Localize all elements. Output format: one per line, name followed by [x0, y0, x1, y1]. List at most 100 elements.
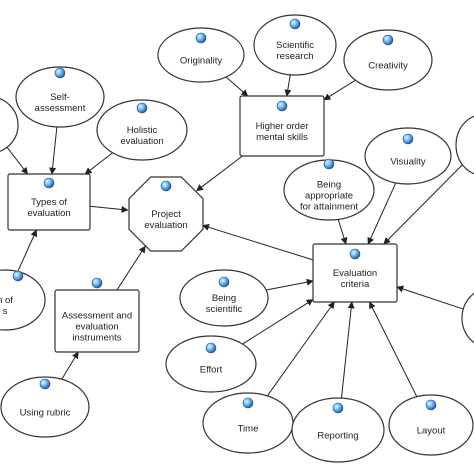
node-label: evaluation — [144, 220, 187, 231]
edge-originality-to-higher-order — [225, 76, 249, 97]
edges-layer — [6, 74, 464, 399]
blue-ball-icon — [425, 399, 437, 411]
blue-ball-icon — [218, 276, 230, 288]
node-shape — [455, 115, 474, 175]
node-label: n of — [0, 295, 13, 306]
node-label: instruments — [72, 333, 121, 344]
node-label: Creativity — [368, 61, 408, 72]
edge-creativity-to-higher-order — [323, 79, 356, 101]
blue-ball-icon — [349, 248, 361, 260]
blue-ball-icon — [91, 277, 103, 289]
edge-left-top-partial-to-types-eval — [6, 146, 28, 175]
edge-assessment-tools-to-project-eval — [116, 245, 146, 291]
edge-right-top-partial-to-eval-criteria — [383, 164, 463, 245]
edge-self-assessment-to-types-eval — [49, 126, 58, 175]
blue-ball-icon — [276, 100, 288, 112]
blue-ball-icon — [195, 32, 207, 44]
node-effort[interactable]: Effort — [165, 335, 257, 393]
edge-layout-to-eval-criteria — [369, 301, 418, 397]
edge-eval-criteria-to-project-eval — [201, 223, 314, 261]
node-shape — [128, 176, 204, 252]
node-right-bottom-partial[interactable] — [461, 288, 474, 348]
blue-ball-icon — [205, 342, 217, 354]
node-shape — [157, 27, 245, 83]
node-creativity[interactable]: Creativity — [343, 29, 433, 91]
node-shape — [312, 243, 398, 303]
node-label: scientific — [206, 304, 243, 315]
node-label: Holistic — [127, 125, 158, 136]
node-shape — [0, 376, 90, 438]
node-layout[interactable]: Layout — [388, 394, 474, 456]
edge-effort-to-eval-criteria — [242, 299, 314, 345]
node-reporting[interactable]: Reporting — [291, 397, 385, 463]
node-label: Using rubric — [20, 408, 71, 419]
node-label: Visuality — [390, 157, 425, 168]
node-label: Reporting — [317, 431, 358, 442]
node-label: evaluation — [27, 208, 70, 219]
node-label: Scientific — [276, 40, 314, 51]
node-label: Types of — [31, 197, 67, 208]
nodes-layer: OriginalityScientificresearchCreativityH… — [0, 14, 474, 463]
blue-ball-icon — [323, 158, 335, 170]
node-right-top-partial[interactable] — [455, 115, 474, 175]
node-label: Project — [151, 209, 181, 220]
blue-ball-icon — [136, 102, 148, 114]
edge-types-eval-to-project-eval — [89, 205, 129, 213]
node-shape — [165, 335, 257, 393]
node-shape — [15, 66, 105, 128]
node-label: mental skills — [256, 132, 308, 143]
node-label: for attainment — [300, 202, 358, 213]
node-label: criteria — [341, 279, 370, 290]
node-label: Layout — [417, 426, 446, 437]
node-shape — [0, 269, 46, 331]
node-label: research — [277, 51, 314, 62]
node-left-top-partial[interactable]: s — [0, 97, 19, 153]
node-label: s — [3, 306, 8, 317]
node-label: assessment — [35, 103, 86, 114]
node-shape — [388, 394, 474, 456]
node-shape — [54, 289, 140, 353]
blue-ball-icon — [12, 270, 24, 282]
node-time[interactable]: Time — [202, 392, 294, 454]
node-label: Self- — [50, 92, 70, 103]
node-label: Being — [317, 180, 341, 191]
node-left-mid-partial[interactable]: n ofs — [0, 269, 46, 331]
blue-ball-icon — [402, 133, 414, 145]
edge-being-appropriate-to-eval-criteria — [337, 219, 348, 245]
blue-ball-icon — [54, 67, 66, 79]
node-label: Evaluation — [333, 268, 377, 279]
node-visuality[interactable]: Visuality — [364, 127, 452, 185]
node-self-assessment[interactable]: Self-assessment — [15, 66, 105, 128]
node-label: Effort — [200, 365, 223, 376]
node-label: Time — [238, 424, 259, 435]
edge-being-scientific-to-eval-criteria — [266, 278, 314, 291]
node-label: Assessment and — [62, 311, 132, 322]
node-shape — [0, 98, 19, 152]
blue-ball-icon — [289, 18, 301, 30]
node-label: Being — [212, 293, 236, 304]
node-shape — [343, 29, 433, 91]
node-originality[interactable]: Originality — [157, 27, 245, 83]
edge-scientific-research-to-higher-order — [284, 74, 292, 97]
node-shape — [7, 173, 91, 231]
node-shape — [253, 14, 337, 76]
blue-ball-icon — [242, 397, 254, 409]
edge-time-to-eval-criteria — [266, 301, 335, 397]
blue-ball-icon — [39, 378, 51, 390]
node-shape — [291, 397, 385, 463]
edge-left-mid-partial-to-types-eval — [17, 229, 38, 272]
edge-right-bottom-partial-to-eval-criteria — [396, 285, 464, 310]
node-using-rubric[interactable]: Using rubric — [0, 376, 90, 438]
edge-reporting-to-eval-criteria — [340, 301, 355, 399]
edge-visuality-to-eval-criteria — [367, 182, 397, 245]
